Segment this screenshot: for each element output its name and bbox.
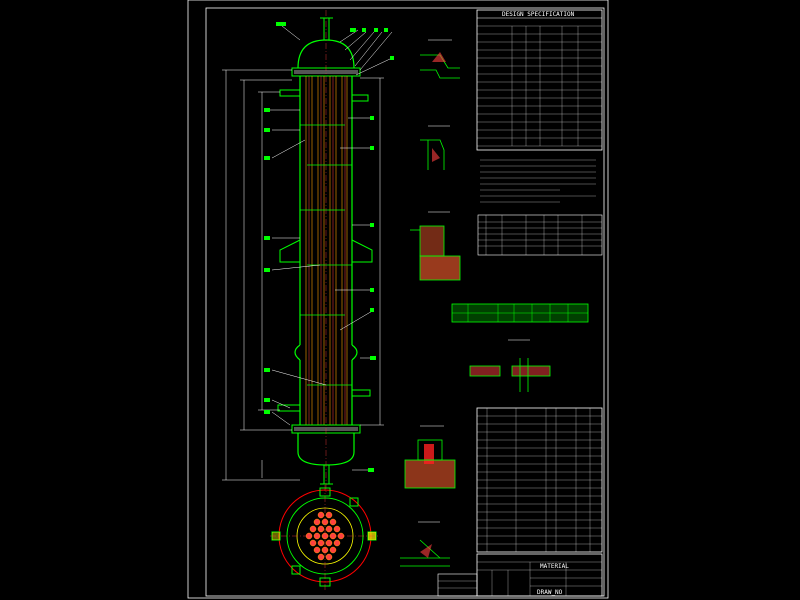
plan-view-tubesheet: [270, 485, 380, 590]
notes-block: [480, 159, 596, 203]
title-block: MATERIAL DRAW_NO: [437, 553, 603, 597]
vessel-elevation: [277, 10, 373, 492]
tube-bundle: [305, 76, 348, 425]
nozzle-table: [477, 214, 603, 256]
detail-views: [400, 39, 551, 567]
sheet-border: [187, 0, 609, 599]
support-lugs: [279, 239, 373, 263]
leader-lines: [268, 25, 393, 471]
baffles: [300, 124, 352, 386]
dimension-lines: [222, 69, 384, 481]
title-block-drawing-no: DRAW_NO: [537, 589, 563, 596]
material-highlight-table: [451, 303, 589, 323]
design-specification-table: DESIGN SPECIFICATION: [476, 9, 603, 151]
title-block-material: MATERIAL: [540, 563, 569, 570]
spec-table-title: DESIGN SPECIFICATION: [502, 11, 575, 18]
parts-list: [476, 407, 603, 553]
callout-markers: [264, 22, 394, 472]
